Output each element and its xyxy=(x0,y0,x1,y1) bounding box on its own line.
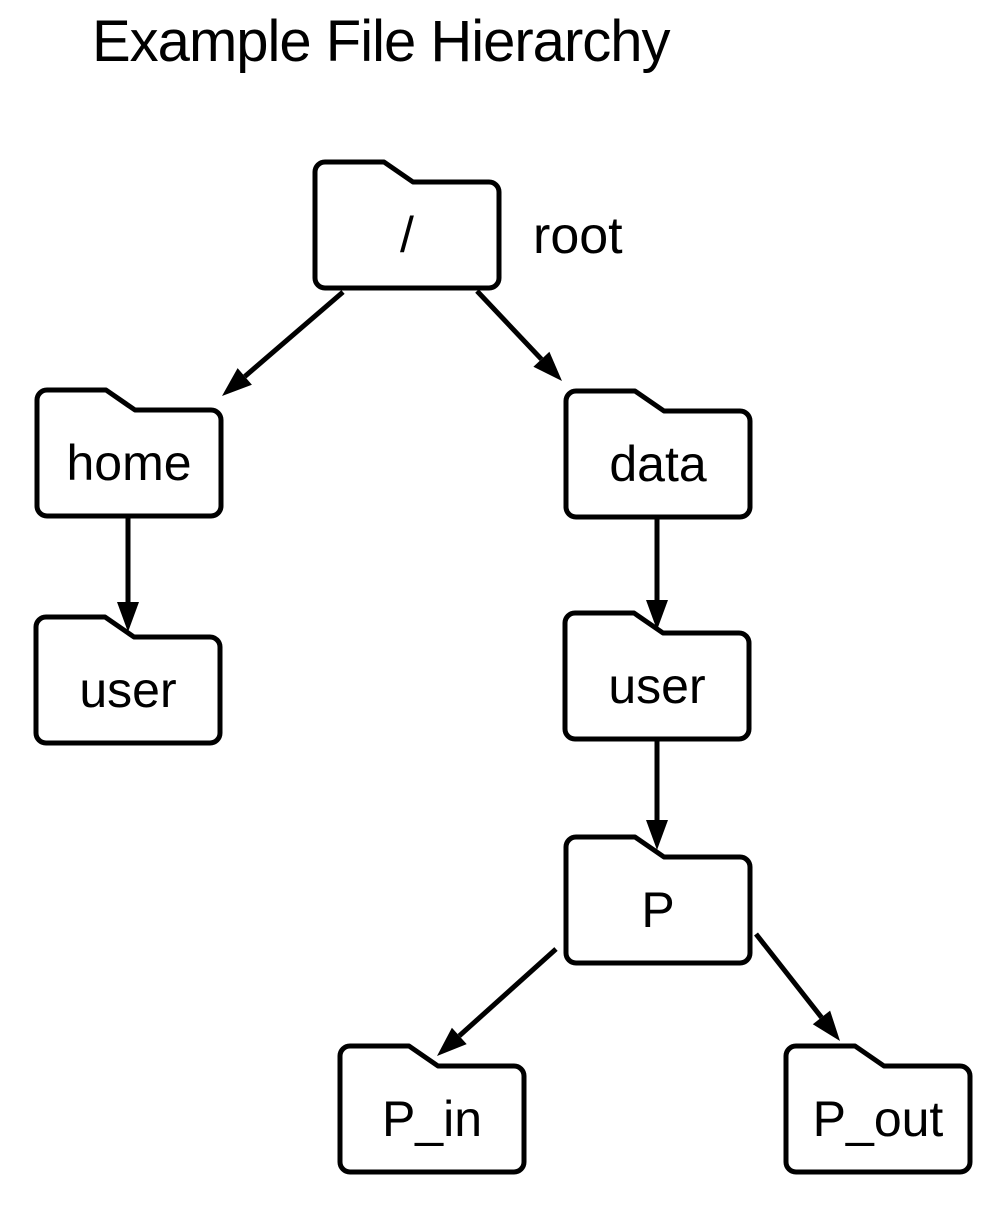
folder-label: P xyxy=(641,882,675,938)
node-data-user: user xyxy=(562,610,752,742)
folder-label: P_out xyxy=(812,1091,944,1147)
folder-label: data xyxy=(609,436,707,492)
edge-root-data xyxy=(475,289,562,381)
edge-data-user xyxy=(646,515,668,630)
node-home: home xyxy=(34,387,224,519)
edge-home-user xyxy=(117,517,139,632)
edge-root-home xyxy=(222,290,345,396)
folder-label: P_in xyxy=(381,1091,483,1147)
folder-label: home xyxy=(66,435,192,491)
folder-icon xyxy=(783,1043,973,1175)
folder-icon xyxy=(34,387,224,519)
node-home-user: user xyxy=(33,614,223,746)
diagram-title: Example File Hierarchy xyxy=(92,9,671,74)
folder-label: / xyxy=(400,207,414,263)
folder-icon xyxy=(563,834,753,966)
folder-icon xyxy=(562,610,752,742)
node-p: P xyxy=(563,834,753,966)
edge-user-p xyxy=(646,738,668,850)
edge-p-pin xyxy=(437,947,558,1056)
folder-icon xyxy=(337,1043,527,1175)
root-annotation: root xyxy=(533,207,623,265)
folder-label: user xyxy=(79,662,177,718)
node-p-in: P_in xyxy=(337,1043,527,1175)
edge-p-pout xyxy=(754,932,840,1041)
folder-icon xyxy=(563,388,753,520)
folder-icon xyxy=(33,614,223,746)
folder-label: user xyxy=(608,658,706,714)
node-data: data xyxy=(563,388,753,520)
node-p-out: P_out xyxy=(783,1043,973,1175)
folder-icon xyxy=(312,159,502,291)
node-root: / xyxy=(312,159,502,291)
